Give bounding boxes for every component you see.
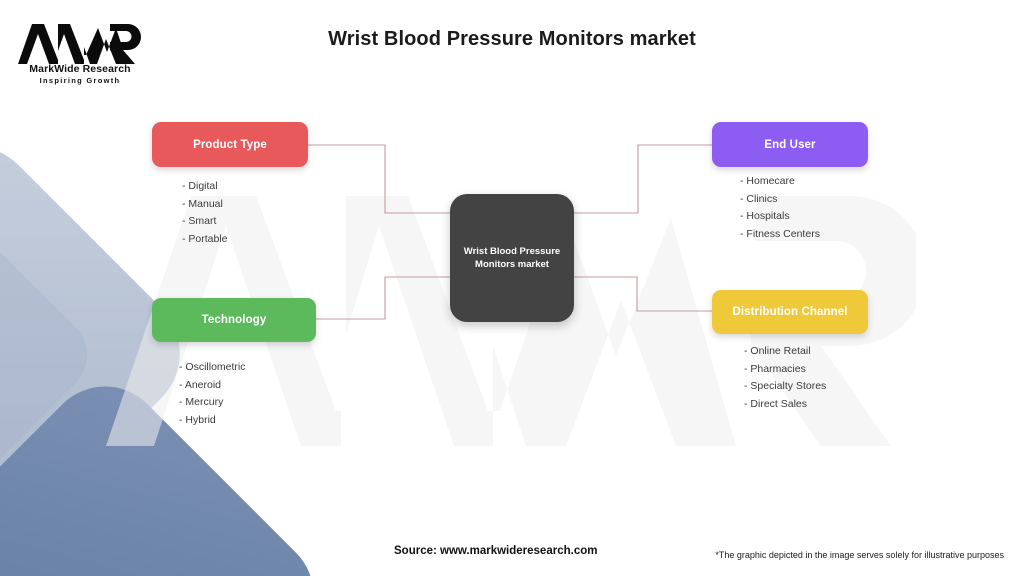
node-product-type[interactable]: Product Type: [152, 122, 308, 167]
source-text: Source: www.markwideresearch.com: [394, 545, 598, 557]
node-end-user[interactable]: End User: [712, 122, 868, 167]
logo-tagline: Inspiring Growth: [39, 76, 121, 85]
list-item: - Direct Sales: [744, 397, 808, 410]
list-distribution-channel: - Online Retail - Pharmacies - Specialty…: [744, 343, 826, 413]
list-item: - Aneroid: [179, 378, 222, 391]
list-item: - Portable: [182, 232, 228, 245]
node-distribution-channel-label: Distribution Channel: [732, 306, 848, 318]
connector-distribution-channel: [572, 276, 712, 312]
disclaimer-marker: *: [715, 550, 719, 560]
disclaimer-text: *The graphic depicted in the image serve…: [715, 550, 1004, 560]
logo-company-name: MarkWide Research: [29, 63, 131, 75]
list-item: - Mercury: [179, 396, 224, 409]
node-technology-label: Technology: [201, 314, 267, 326]
node-distribution-channel[interactable]: Distribution Channel: [712, 290, 868, 334]
node-technology[interactable]: Technology: [152, 298, 316, 342]
list-item: - Manual: [182, 197, 223, 210]
list-item: - Hybrid: [179, 413, 216, 426]
page-title: Wrist Blood Pressure Monitors market: [328, 28, 696, 50]
list-item: - Homecare: [740, 175, 795, 187]
center-node-label-line2: Monitors market: [475, 259, 549, 270]
list-item: - Digital: [182, 180, 218, 192]
connector-technology: [316, 276, 452, 320]
connector-product-type: [308, 144, 452, 214]
connector-end-user: [572, 144, 712, 214]
center-node-label-line1: Wrist Blood Pressure: [463, 246, 561, 257]
list-item: - Pharmacies: [744, 362, 806, 375]
list-technology: - Oscillometric - Aneroid - Mercury - Hy…: [179, 359, 246, 429]
disclaimer-body: The graphic depicted in the image serves…: [718, 550, 1004, 560]
node-product-type-label: Product Type: [193, 138, 267, 151]
list-item: - Online Retail: [744, 345, 811, 357]
decorative-shape-light-blue-overlay: [0, 206, 104, 504]
mwr-logo-icon: [18, 24, 141, 64]
node-end-user-label: End User: [764, 138, 816, 151]
brand-logo: MarkWide Research Inspiring Growth: [18, 22, 142, 85]
list-item: - Fitness Centers: [740, 227, 820, 240]
list-item: - Specialty Stores: [744, 380, 827, 393]
list-item: - Oscillometric: [179, 361, 246, 373]
list-item: - Smart: [182, 215, 217, 228]
list-item: - Clinics: [740, 192, 778, 205]
list-product-type: - Digital - Manual - Smart - Portable: [182, 178, 228, 248]
center-node[interactable]: Wrist Blood Pressure Monitors market: [450, 194, 574, 322]
list-item: - Hospitals: [740, 210, 790, 223]
center-node-label: Wrist Blood Pressure Monitors market: [456, 245, 568, 271]
list-end-user: - Homecare - Clinics - Hospitals - Fitne…: [740, 173, 820, 243]
